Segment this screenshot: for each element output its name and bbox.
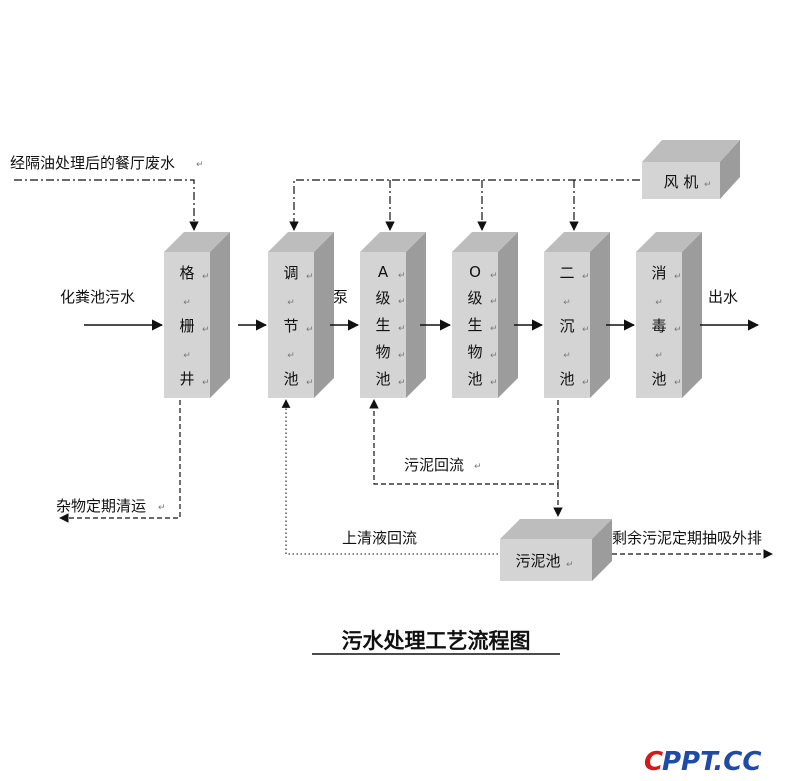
- tank-disinfection: 消 毒 池: [636, 232, 702, 398]
- svg-text:↵: ↵: [183, 351, 191, 361]
- svg-text:↵: ↵: [196, 160, 204, 170]
- logo-text: PPT.CC: [662, 747, 761, 777]
- svg-text:↵: ↵: [183, 298, 191, 308]
- sludge-tank-box: 污泥池 ↵: [500, 519, 612, 581]
- svg-text:↵: ↵: [674, 272, 682, 282]
- svg-text:↵: ↵: [398, 271, 406, 281]
- tank-screen-char-3: 井: [179, 370, 194, 388]
- tank-disinfection-char-1: 消: [651, 264, 666, 282]
- svg-text:↵: ↵: [490, 351, 498, 361]
- tank-anoxic-char-4: 物: [375, 343, 390, 361]
- svg-text:↵: ↵: [582, 325, 590, 335]
- svg-text:↵: ↵: [490, 378, 498, 388]
- label-sludge-return: 污泥回流: [404, 456, 464, 474]
- svg-text:↵: ↵: [655, 298, 663, 308]
- tank-equalization-char-1: 调: [283, 264, 298, 282]
- tank-oxic-char-3: 生: [467, 316, 482, 334]
- svg-text:↵: ↵: [582, 378, 590, 388]
- supernatant-return-line: [281, 399, 498, 555]
- tank-equalization-char-2: 节: [283, 317, 298, 335]
- tank-oxic-char-5: 池: [467, 370, 482, 388]
- label-supernatant-return: 上清液回流: [342, 529, 417, 547]
- return-marks: ↵↵ ↵↵ ↵ ↵↵ ↵↵ ↵ ↵↵ ↵↵ ↵ ↵↵ ↵↵ ↵ ↵↵ ↵↵ ↵ …: [183, 271, 681, 388]
- svg-text:↵: ↵: [490, 297, 498, 307]
- blower-box: 风 机 ↵: [642, 140, 740, 199]
- tank-secondary-clarifier: 二 沉 池: [544, 232, 610, 398]
- svg-text:↵: ↵: [202, 272, 210, 282]
- svg-text:↵: ↵: [563, 298, 571, 308]
- tank-anoxic-char-1: A: [378, 263, 389, 281]
- label-restaurant-wastewater: 经隔油处理后的餐厅废水: [10, 154, 175, 172]
- tank-equalization: 调 节 池: [268, 232, 334, 398]
- diagram-title: 污水处理工艺流程图: [342, 628, 531, 653]
- tank-oxic-char-4: 物: [467, 343, 482, 361]
- svg-text:↵: ↵: [655, 351, 663, 361]
- tank-screen-well: 格 栅 井: [164, 232, 230, 398]
- tank-screen-char-2: 栅: [179, 317, 194, 335]
- svg-text:↵: ↵: [566, 560, 574, 570]
- svg-text:↵: ↵: [202, 378, 210, 388]
- svg-text:↵: ↵: [398, 378, 406, 388]
- label-excess-sludge: 剩余污泥定期抽吸外排: [612, 529, 762, 547]
- svg-text:↵: ↵: [582, 272, 590, 282]
- svg-text:↵: ↵: [674, 325, 682, 335]
- tank-screen-char-1: 格: [179, 264, 194, 282]
- tank-equalization-char-3: 池: [283, 370, 298, 388]
- svg-text:↵: ↵: [474, 462, 482, 472]
- site-logo: C PPT.CC: [644, 747, 761, 777]
- logo-letter-c: C: [644, 747, 663, 777]
- label-debris-removal: 杂物定期清运: [56, 497, 146, 515]
- svg-text:↵: ↵: [563, 351, 571, 361]
- blower-label: 风 机: [664, 173, 699, 191]
- svg-text:↵: ↵: [306, 378, 314, 388]
- tank-oxic-char-2: 级: [467, 289, 482, 307]
- svg-text:↵: ↵: [490, 271, 498, 281]
- tank-secondary-char-2: 沉: [559, 317, 574, 335]
- svg-text:↵: ↵: [674, 378, 682, 388]
- svg-text:↵: ↵: [306, 272, 314, 282]
- sludge-tank-label: 污泥池: [515, 552, 560, 570]
- tank-anoxic-a: A 级 生 物 池: [360, 232, 426, 398]
- tank-anoxic-char-5: 池: [375, 370, 390, 388]
- label-effluent: 出水: [708, 288, 738, 306]
- svg-text:↵: ↵: [287, 298, 295, 308]
- svg-text:↵: ↵: [398, 324, 406, 334]
- tank-oxic-o: O 级 生 物 池: [452, 232, 518, 398]
- svg-text:↵: ↵: [202, 325, 210, 335]
- label-septic-wastewater: 化粪池污水: [60, 288, 135, 306]
- svg-text:↵: ↵: [398, 297, 406, 307]
- svg-text:↵: ↵: [490, 324, 498, 334]
- tank-anoxic-char-2: 级: [375, 289, 390, 307]
- tank-disinfection-char-2: 毒: [651, 317, 666, 335]
- svg-text:↵: ↵: [287, 351, 295, 361]
- svg-text:↵: ↵: [704, 180, 712, 190]
- label-pump: 泵: [333, 288, 348, 306]
- tank-secondary-char-1: 二: [559, 264, 574, 282]
- tank-secondary-char-3: 池: [559, 370, 574, 388]
- tank-anoxic-char-3: 生: [375, 316, 390, 334]
- sludge-return-line: [369, 399, 563, 517]
- tank-disinfection-char-3: 池: [651, 370, 666, 388]
- tank-oxic-char-1: O: [469, 263, 481, 281]
- svg-text:↵: ↵: [398, 351, 406, 361]
- air-lines: [289, 179, 640, 231]
- svg-text:↵: ↵: [306, 325, 314, 335]
- restaurant-input-line: [14, 179, 199, 231]
- svg-text:↵: ↵: [158, 503, 166, 513]
